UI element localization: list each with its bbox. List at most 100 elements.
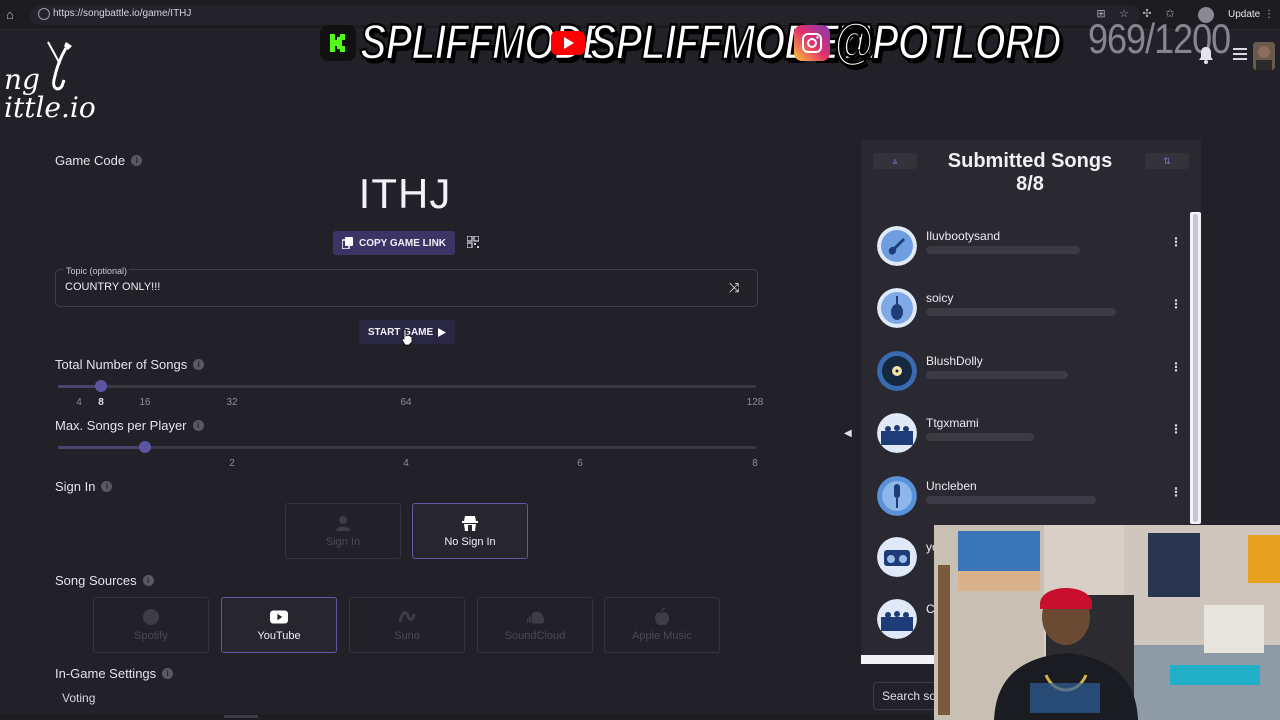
streamer-webcam — [934, 525, 1280, 720]
overlay-youtube: SPLIFFMODETV — [550, 14, 889, 72]
total-songs-label: Total Number of Songs — [55, 357, 188, 372]
copy-game-link-button[interactable]: COPY GAME LINK — [333, 231, 455, 255]
total-songs-tick[interactable]: 128 — [746, 397, 764, 408]
sign-in-option[interactable]: Sign In — [285, 503, 401, 559]
topic-label: Topic (optional) — [64, 266, 130, 276]
total-songs-tick[interactable]: 32 — [226, 397, 238, 408]
no-sign-in-option[interactable]: No Sign In — [412, 503, 528, 559]
browser-menu-icon[interactable]: ⋮ — [1264, 9, 1274, 20]
game-code-label-row: Game Code i — [55, 153, 143, 168]
song-row[interactable]: BlushDolly ⋮ — [876, 351, 1186, 395]
profile-avatar[interactable] — [1198, 7, 1214, 23]
info-icon[interactable]: i — [192, 420, 204, 431]
song-title-placeholder — [926, 246, 1080, 254]
no-sign-in-option-label: No Sign In — [444, 536, 496, 548]
song-row[interactable]: C — [876, 599, 1186, 643]
song-username: soicy — [926, 291, 954, 305]
info-icon[interactable]: i — [142, 575, 154, 586]
user-avatar[interactable] — [1253, 42, 1275, 70]
max-songs-tick[interactable]: 6 — [577, 458, 583, 469]
source-spotify-label: Spotify — [134, 630, 168, 642]
song-row[interactable]: Ttgxmami ⋮ — [876, 413, 1186, 457]
song-options-icon[interactable]: ⋮ — [1170, 485, 1182, 499]
overlay-instagram: @POTLORD — [794, 14, 1063, 72]
incognito-icon — [461, 514, 479, 532]
total-songs-tick[interactable]: 16 — [139, 397, 151, 408]
song-row[interactable]: Uncleben ⋮ — [876, 476, 1186, 520]
source-spotify-option[interactable]: Spotify — [93, 597, 209, 653]
max-songs-slider-thumb[interactable] — [139, 441, 151, 453]
app-install-icon[interactable]: ⊞ — [1096, 8, 1106, 20]
song-options-icon[interactable]: ⋮ — [1170, 235, 1182, 249]
total-songs-slider-thumb[interactable] — [95, 380, 107, 392]
update-button[interactable]: Update — [1228, 9, 1261, 20]
bookmark-star-icon[interactable]: ☆ — [1119, 8, 1129, 20]
play-icon — [438, 327, 447, 337]
collapse-panel-arrow-icon[interactable]: ◀ — [844, 428, 852, 439]
shuffle-icon[interactable]: ⤨ — [729, 280, 740, 295]
song-sources-label-row: Song Sources i — [55, 573, 154, 588]
source-suno-option[interactable]: Suno — [349, 597, 465, 653]
song-title-placeholder — [926, 433, 1034, 441]
song-row[interactable]: yo — [876, 537, 1186, 581]
song-options-icon[interactable]: ⋮ — [1170, 422, 1182, 436]
total-songs-tick[interactable]: 4 — [76, 397, 82, 408]
info-icon[interactable]: i — [131, 155, 143, 166]
site-info-icon[interactable] — [38, 8, 50, 20]
total-songs-tick[interactable]: 64 — [400, 397, 412, 408]
max-songs-slider-track[interactable] — [58, 446, 756, 449]
source-apple-music-option[interactable]: Apple Music — [604, 597, 720, 653]
song-row[interactable]: Iluvbootysand ⋮ — [876, 226, 1186, 270]
source-youtube-option[interactable]: YouTube — [221, 597, 337, 653]
topic-input[interactable]: Topic (optional) COUNTRY ONLY!!! ⤨ — [55, 266, 758, 307]
max-songs-label-row: Max. Songs per Player i — [55, 418, 204, 433]
max-songs-tick[interactable]: 8 — [752, 458, 758, 469]
songs-scrollbar-thumb[interactable] — [1193, 214, 1198, 522]
guitar-icon — [877, 226, 917, 266]
home-icon[interactable]: ⌂ — [6, 7, 14, 22]
in-game-settings-label: In-Game Settings — [55, 666, 157, 681]
songbattle-logo[interactable]: ng ittle.io — [4, 40, 114, 130]
song-row[interactable]: soicy ⋮ — [876, 288, 1186, 332]
browser-toolbar: ⌂ https://songbattle.io/game/ITHJ ⊞ ☆ ✣ … — [0, 0, 1280, 30]
extensions-icon[interactable]: ✣ — [1142, 8, 1152, 20]
source-soundcloud-option[interactable]: SoundCloud — [477, 597, 593, 653]
copy-game-link-label: COPY GAME LINK — [358, 237, 447, 249]
info-icon[interactable]: i — [162, 668, 174, 679]
songs-horizontal-scrollbar[interactable] — [861, 655, 935, 664]
song-options-icon[interactable]: ⋮ — [1170, 297, 1182, 311]
favorites-icon[interactable]: ✩ — [1165, 8, 1175, 20]
max-songs-tick[interactable]: 4 — [403, 458, 409, 469]
max-songs-tick[interactable]: 2 — [229, 458, 235, 469]
qr-code-icon[interactable] — [467, 236, 479, 248]
microphone-icon — [877, 476, 917, 516]
source-soundcloud-label: SoundCloud — [504, 630, 566, 642]
voting-label: Voting — [62, 691, 96, 705]
sort-icon: ⇅ — [1163, 155, 1171, 166]
panel-sort-button[interactable]: ⇅ — [1145, 153, 1189, 169]
hamburger-menu-icon[interactable] — [1233, 48, 1247, 60]
panel-shuffle-button[interactable]: ⩓ — [873, 153, 917, 169]
band-icon — [877, 413, 917, 453]
song-sources-label: Song Sources — [55, 573, 137, 588]
notification-bell-icon[interactable] — [1198, 46, 1214, 64]
page-scrollbar-thumb[interactable] — [224, 715, 258, 718]
logo-text: ng ittle.io — [4, 63, 96, 124]
info-icon[interactable]: i — [101, 481, 113, 492]
page-bottom-edge — [0, 714, 1280, 720]
song-username: Uncleben — [926, 479, 977, 493]
info-icon[interactable]: i — [193, 359, 205, 370]
youtube-logo-icon — [550, 25, 586, 61]
topic-value: COUNTRY ONLY!!! — [65, 281, 161, 293]
copy-icon — [341, 237, 353, 249]
total-songs-slider-track[interactable] — [58, 385, 756, 388]
song-title-placeholder — [926, 496, 1096, 504]
song-title-placeholder — [926, 371, 1068, 379]
browser-action-icons: ⊞ ☆ ✣ ✩ — [1094, 7, 1177, 21]
song-options-icon[interactable]: ⋮ — [1170, 360, 1182, 374]
sign-in-label-row: Sign In i — [55, 479, 113, 494]
band-icon — [877, 599, 917, 639]
max-songs-slider-fill — [58, 446, 146, 449]
address-bar[interactable]: https://songbattle.io/game/ITHJ — [30, 5, 1140, 25]
total-songs-tick[interactable]: 8 — [98, 397, 104, 408]
